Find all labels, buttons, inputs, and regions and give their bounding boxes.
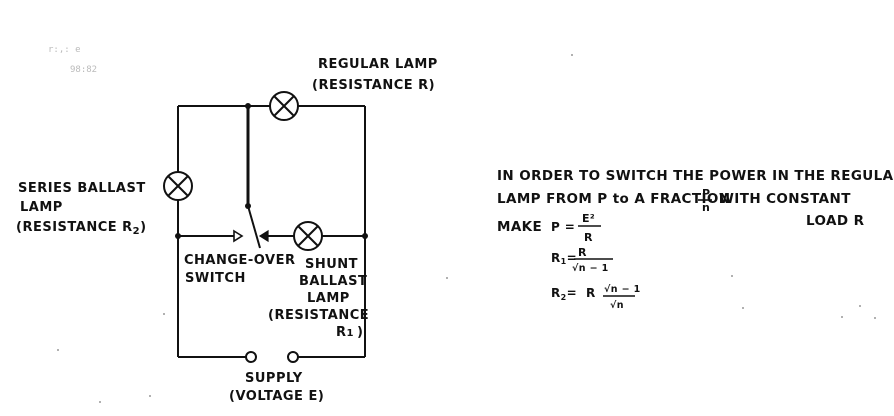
eq2-denominator: √n − 1 xyxy=(572,263,609,274)
equation-r2: R2= R √n − 1 √n xyxy=(551,284,641,311)
speck xyxy=(742,307,744,309)
eq3-lhs-sym: R xyxy=(551,286,561,300)
explanatory-note: IN ORDER TO SWITCH THE POWER IN THE REGU… xyxy=(497,168,894,311)
shunt-lamp-label-sub: 1 xyxy=(347,328,354,339)
supply-label: SUPPLY (VOLTAGE E) xyxy=(229,371,324,404)
shunt-lamp-label-line5: R1) xyxy=(336,325,363,340)
eq1-denominator: R xyxy=(584,231,593,244)
change-over-switch xyxy=(233,205,269,249)
supply-label-line2: (VOLTAGE E) xyxy=(229,389,324,404)
faint-mark-1: r:,: e xyxy=(48,45,81,55)
series-ballast-lamp xyxy=(163,171,193,201)
regular-lamp xyxy=(269,91,299,121)
wires xyxy=(177,105,366,358)
speck xyxy=(99,401,101,403)
supply-label-line1: SUPPLY xyxy=(245,371,303,386)
lamp-cross-b xyxy=(273,95,295,117)
switch-label-line1: CHANGE-OVER xyxy=(184,253,295,268)
faint-mark-2: 98:82 xyxy=(70,65,97,75)
equation-r1: R1= R √n − 1 xyxy=(551,246,613,274)
switch-blade xyxy=(247,205,261,249)
eq2-numerator: R xyxy=(578,246,587,259)
switch-label-line2: SWITCH xyxy=(185,271,246,286)
shunt-lamp-label-line4: (RESISTANCE xyxy=(268,308,369,323)
series-ballast-lamp-label: SERIES BALLAST LAMP (RESISTANCE R2) xyxy=(16,181,147,237)
shunt-lamp-label-close: ) xyxy=(357,325,363,340)
eq2-lhs-sub: 1 xyxy=(561,257,567,266)
eq3-denominator: √n xyxy=(610,300,624,311)
eq2-equals: = xyxy=(567,251,577,265)
junction-node-right xyxy=(362,233,368,239)
lamp-cross-b xyxy=(167,175,189,197)
speck xyxy=(57,349,59,351)
note-fraction-denominator: n xyxy=(702,201,710,214)
regular-lamp-label-line2: (RESISTANCE R) xyxy=(312,78,435,93)
eq3-equals: = xyxy=(567,286,577,300)
note-fraction-numerator: P xyxy=(702,187,710,200)
speck xyxy=(731,275,733,277)
junction-nodes xyxy=(175,103,368,239)
junction-node-top xyxy=(245,103,251,109)
note-make-label: MAKE xyxy=(497,219,542,235)
speck xyxy=(841,316,843,318)
supply-terminals xyxy=(245,351,299,363)
eq1-numerator: E² xyxy=(582,212,595,225)
series-lamp-label-sub: 2 xyxy=(133,226,140,237)
change-over-switch-label: CHANGE-OVER SWITCH xyxy=(184,253,295,286)
eq3-numerator: √n − 1 xyxy=(604,284,641,295)
shunt-ballast-lamp xyxy=(293,221,323,251)
regular-lamp-label: REGULAR LAMP (RESISTANCE R) xyxy=(312,57,438,93)
eq3-lhs: R2= xyxy=(551,286,577,302)
switch-contact-closed-icon xyxy=(258,229,269,243)
series-lamp-label-text: (RESISTANCE R xyxy=(16,220,133,235)
speck xyxy=(874,317,876,319)
speck xyxy=(446,277,448,279)
note-line1: IN ORDER TO SWITCH THE POWER IN THE REGU… xyxy=(497,168,894,184)
speck xyxy=(163,313,165,315)
eq3-lhs-sub: 2 xyxy=(561,293,567,302)
switch-contact-open-icon xyxy=(233,229,244,243)
speck xyxy=(149,395,151,397)
note-line2-start: LAMP FROM P to A FRACTION xyxy=(497,191,730,207)
series-lamp-label-line1: SERIES BALLAST xyxy=(18,181,146,196)
eq2-lhs: R1= xyxy=(551,251,577,266)
shunt-lamp-label-line1: SHUNT xyxy=(305,257,358,272)
shunt-lamp-label-line3: LAMP xyxy=(307,291,350,306)
shunt-lamp-label-sym: R xyxy=(336,325,347,340)
junction-node-left xyxy=(175,233,181,239)
speck xyxy=(571,54,573,56)
supply-terminal-left-icon xyxy=(245,351,257,363)
supply-terminal-right-icon xyxy=(287,351,299,363)
note-line3-load: LOAD R xyxy=(806,213,865,229)
lamp-cross-b xyxy=(297,225,319,247)
shunt-ballast-lamp-label: SHUNT BALLAST LAMP (RESISTANCE R1) xyxy=(268,257,369,340)
series-lamp-label-close: ) xyxy=(140,220,146,235)
faint-marks: r:,: e 98:82 xyxy=(48,45,97,75)
eq2-lhs-sym: R xyxy=(551,251,561,265)
series-lamp-label-line2: LAMP xyxy=(20,200,63,215)
series-lamp-label-line3: (RESISTANCE R2) xyxy=(16,220,147,237)
speck xyxy=(859,305,861,307)
eq3-factor: R xyxy=(586,286,596,300)
equation-p: P = E² R xyxy=(551,212,601,244)
eq1-lhs: P = xyxy=(551,220,575,234)
note-line2-end: WITH CONSTANT xyxy=(719,191,851,207)
scan-specks xyxy=(57,54,876,403)
shunt-lamp-label-line2: BALLAST xyxy=(299,274,367,289)
regular-lamp-label-line1: REGULAR LAMP xyxy=(318,57,438,72)
